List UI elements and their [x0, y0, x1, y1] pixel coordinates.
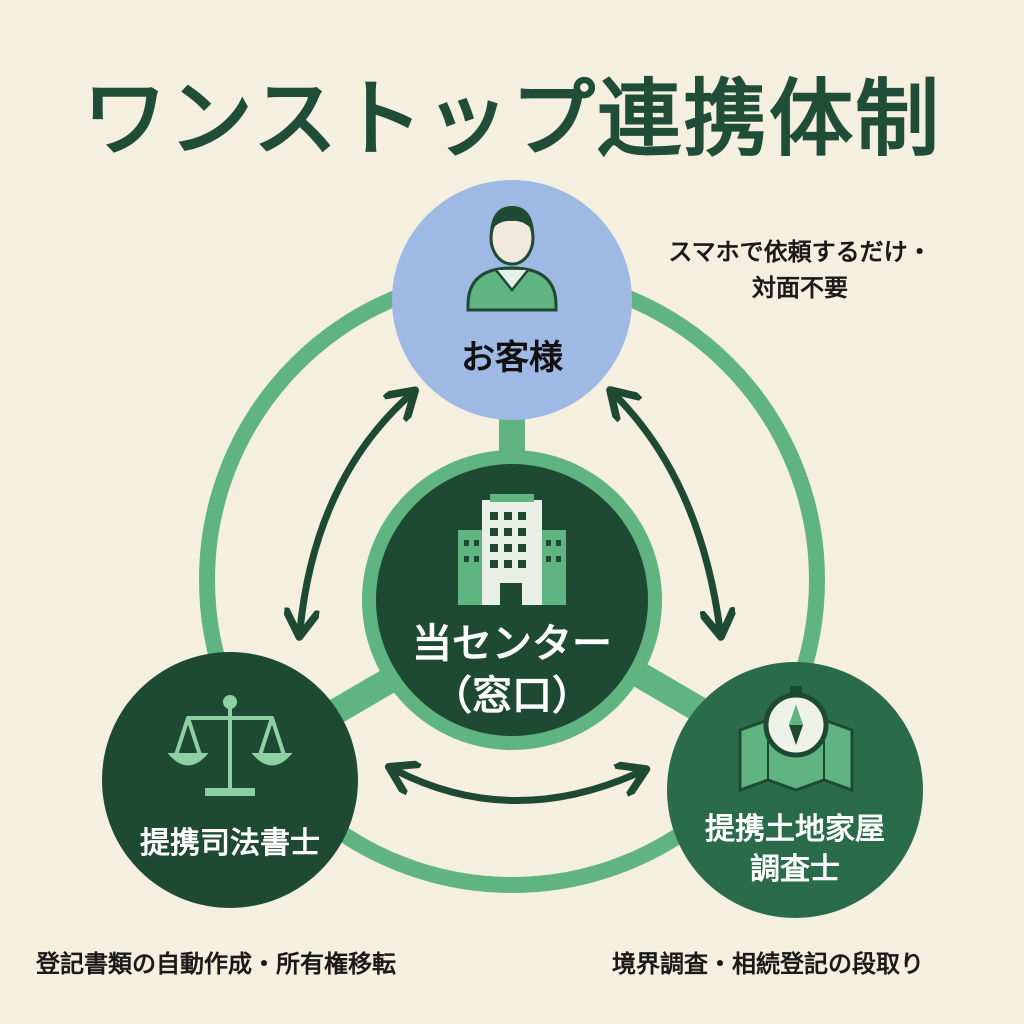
scales-icon [167, 695, 293, 796]
customer-note-line1: スマホで依頼するだけ・ [668, 238, 932, 266]
arrow-customer-scrivener [300, 395, 410, 630]
arrow-customer-surveyor [615, 395, 720, 630]
scrivener-note: 登記書類の自動作成・所有権移転 [36, 950, 396, 978]
center-label-line1: 当センター [412, 621, 612, 667]
arrow-scrivener-surveyor [395, 770, 640, 804]
page-title: ワンストップ連携体制 [82, 70, 942, 168]
surveyor-label-line2: 調査士 [750, 852, 840, 887]
center-label: 当センター （窓口） [382, 618, 642, 722]
scrivener-label: 提携司法書士 [140, 826, 320, 861]
center-label-line2: （窓口） [432, 673, 592, 719]
surveyor-note: 境界調査・相続登記の段取り [612, 950, 924, 978]
surveyor-label-line1: 提携土地家屋 [705, 812, 885, 847]
surveyor-label: 提携土地家屋 調査士 [680, 810, 910, 890]
customer-note: スマホで依頼するだけ・ 対面不要 [640, 234, 960, 306]
spoke-surveyor [633, 663, 707, 722]
person-icon [466, 206, 558, 312]
building-icon [458, 494, 566, 605]
map-compass-icon [738, 686, 854, 793]
customer-label: お客様 [461, 338, 563, 378]
spoke-scrivener [323, 668, 397, 727]
customer-note-line2: 対面不要 [752, 274, 848, 302]
